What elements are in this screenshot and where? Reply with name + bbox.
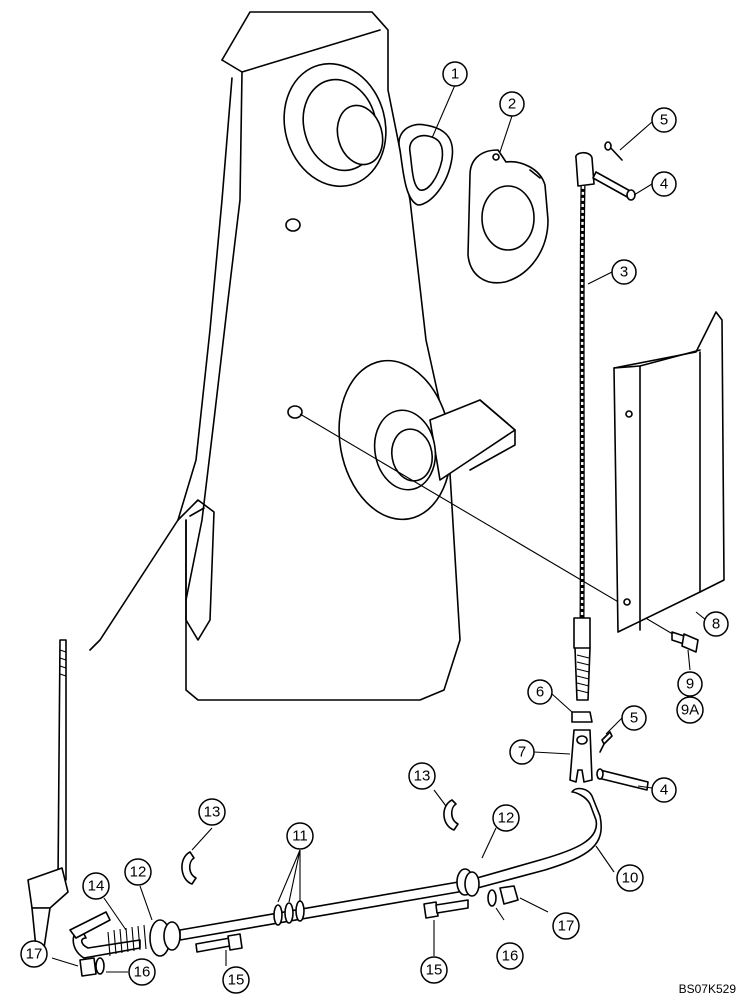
svg-text:15: 15 <box>228 972 245 989</box>
svg-text:16: 16 <box>134 964 151 981</box>
callout-10: 10 <box>616 864 644 892</box>
callout-6: 6 <box>527 679 553 705</box>
callout-2: 2 <box>499 91 525 117</box>
svg-text:5: 5 <box>660 112 668 129</box>
svg-text:14: 14 <box>88 878 105 895</box>
svg-text:8: 8 <box>712 616 720 633</box>
callout-16-left: 16 <box>128 958 156 986</box>
callout-17-right: 17 <box>552 912 580 940</box>
nut-left <box>79 957 97 977</box>
snap-ring-left <box>181 851 197 885</box>
shield-panel <box>613 311 725 633</box>
snap-ring-right <box>443 799 459 831</box>
svg-text:13: 13 <box>204 804 221 821</box>
svg-text:16: 16 <box>502 948 519 965</box>
svg-text:5: 5 <box>630 710 638 727</box>
svg-text:9: 9 <box>686 676 694 693</box>
cotter-pin-upper <box>604 141 623 161</box>
svg-text:10: 10 <box>622 870 639 887</box>
control-cable <box>573 151 595 701</box>
callout-9a: 9A <box>676 696 704 724</box>
leader-lines <box>51 84 707 973</box>
svg-text:9A: 9A <box>681 702 699 719</box>
callout-11: 11 <box>286 822 314 850</box>
callout-8: 8 <box>703 611 729 637</box>
svg-text:2: 2 <box>508 96 516 113</box>
control-rod <box>179 787 602 941</box>
svg-text:3: 3 <box>620 264 628 281</box>
callout-4-upper: 4 <box>651 171 677 197</box>
callout-15-right: 15 <box>420 956 448 984</box>
callout-5-upper: 5 <box>651 107 677 133</box>
lower-pivot <box>338 359 516 521</box>
bolt-reference-line <box>299 413 677 637</box>
svg-text:12: 12 <box>498 810 515 827</box>
svg-text:15: 15 <box>426 962 443 979</box>
shield-bolt <box>671 631 699 653</box>
rod-bolt-left <box>195 933 243 953</box>
figure-id: BS07K529 <box>678 982 736 996</box>
cotter-pin-lower <box>599 731 613 753</box>
callout-12-left: 12 <box>124 858 152 886</box>
upper-pivot-boss <box>283 62 387 188</box>
callout-9: 9 <box>677 671 703 697</box>
svg-text:7: 7 <box>518 744 526 761</box>
rod-bushing-right <box>456 868 480 897</box>
svg-text:1: 1 <box>451 66 459 83</box>
nut-right <box>499 885 519 905</box>
washer-stack <box>273 900 305 926</box>
spring-rod <box>69 911 147 959</box>
callout-16-right: 16 <box>496 942 524 970</box>
jam-nut <box>571 711 593 723</box>
svg-text:13: 13 <box>414 768 431 785</box>
svg-text:4: 4 <box>660 782 668 799</box>
callout-15-left: 15 <box>222 966 250 994</box>
rod-bushing-left <box>149 919 181 957</box>
callout-13-right: 13 <box>408 762 436 790</box>
svg-text:17: 17 <box>26 946 43 963</box>
lock-washer-right <box>487 889 497 907</box>
svg-text:4: 4 <box>660 176 668 193</box>
cam-plate <box>467 149 549 284</box>
callout-1: 1 <box>442 61 468 87</box>
callout-17-left: 17 <box>20 940 48 968</box>
handle-lever <box>27 639 69 949</box>
clevis-pin-lower <box>596 768 649 791</box>
callout-14: 14 <box>82 872 110 900</box>
svg-text:12: 12 <box>130 864 147 881</box>
clevis-pin-upper <box>592 171 636 201</box>
callout-7: 7 <box>509 739 535 765</box>
callout-4-lower: 4 <box>651 777 677 803</box>
frame-bushing-upper <box>285 218 301 232</box>
svg-text:11: 11 <box>292 828 308 845</box>
rod-bolt-right <box>423 899 469 919</box>
lock-washer-left <box>95 957 105 975</box>
svg-text:17: 17 <box>558 918 575 935</box>
callout-3: 3 <box>611 259 637 285</box>
loader-frame <box>89 11 461 701</box>
callout-12-right: 12 <box>492 804 520 832</box>
lower-clevis <box>569 729 593 783</box>
callout-13-left: 13 <box>198 798 226 826</box>
svg-text:6: 6 <box>536 684 544 701</box>
gasket-ring <box>398 123 454 206</box>
frame-bushing-lower <box>287 405 303 419</box>
callout-5-lower: 5 <box>621 705 647 731</box>
